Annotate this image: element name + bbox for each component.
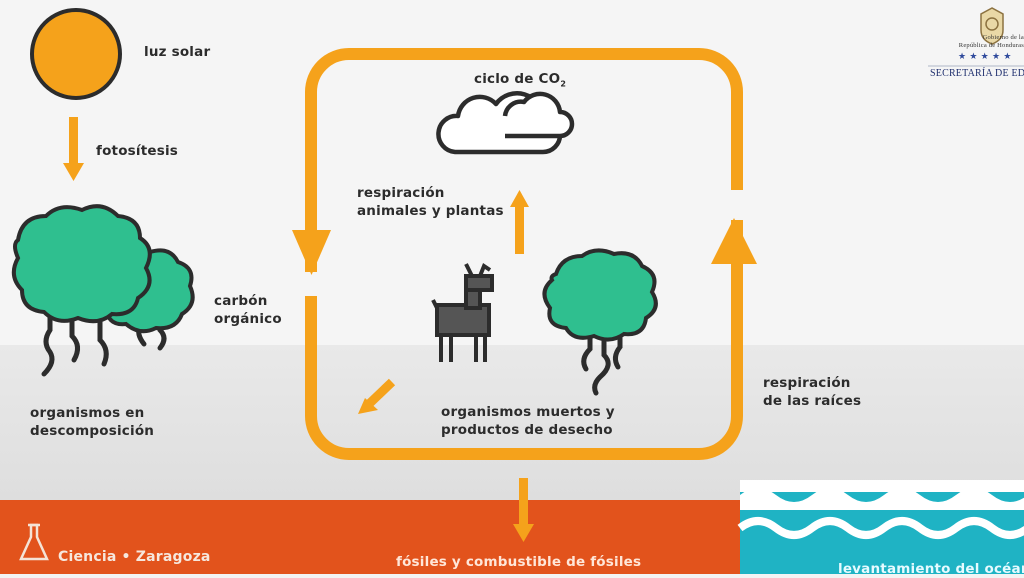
- decomposition-label: organismos en descomposición: [30, 404, 154, 440]
- logo-stars: ★ ★ ★ ★ ★: [958, 52, 1012, 62]
- decomposition-line2: descomposición: [30, 423, 155, 439]
- logo-line2: República de Honduras: [958, 42, 1024, 49]
- sun-label: luz solar: [144, 44, 211, 60]
- logo-line1: Gobierno de la: [982, 34, 1024, 41]
- root-respiration-line2: de las raíces: [763, 393, 862, 409]
- photosynthesis-label: fotosítesis: [96, 143, 179, 159]
- cloud-icon: [436, 91, 575, 155]
- fossils-label: fósiles y combustible de fósiles: [396, 554, 642, 570]
- logo-secretaria: SECRETARÍA DE EDUC: [930, 68, 1024, 79]
- tree-icon: [11, 204, 195, 377]
- loop-down-arrowhead: [292, 230, 331, 275]
- respiration-arrow: [510, 190, 529, 254]
- loop-up-arrowhead: [711, 218, 757, 264]
- co2-cycle-title: ciclo de CO2: [474, 70, 566, 94]
- photosynthesis-arrow: [63, 117, 84, 181]
- ocean-waves: [737, 488, 1024, 574]
- goat-icon: [431, 262, 494, 362]
- ocean-label: levantamiento del océano: [838, 561, 1024, 577]
- dead-organisms-label: organismos muertos y productos de desech…: [441, 403, 615, 439]
- dead-organisms-line1: organismos muertos y: [441, 404, 615, 420]
- decomposition-arrow: [358, 378, 396, 414]
- government-seal-icon: [980, 7, 1004, 45]
- organic-carbon-line2: orgánico: [214, 311, 282, 327]
- co2-subscript: 2: [560, 79, 567, 89]
- respiration-label-line2: animales y plantas: [357, 203, 504, 219]
- co2-cycle-title-text: ciclo de CO: [474, 71, 561, 87]
- sun-icon: [30, 8, 122, 100]
- respiration-label: respiración animales y plantas: [357, 184, 504, 220]
- dead-organisms-line2: productos de desecho: [441, 422, 613, 438]
- flask-icon: [19, 523, 49, 561]
- earth-layer: [0, 500, 740, 574]
- soil-layer: [0, 345, 1024, 500]
- decomposition-line1: organismos en: [30, 405, 145, 421]
- organic-carbon-line1: carbón: [214, 293, 268, 309]
- tree-icon: [542, 248, 658, 396]
- brand-label: Ciencia • Zaragoza: [58, 549, 211, 565]
- root-respiration-line1: respiración: [763, 375, 851, 391]
- respiration-label-line1: respiración: [357, 185, 445, 201]
- fossil-arrow: [513, 478, 534, 542]
- organic-carbon-label: carbón orgánico: [214, 292, 282, 328]
- root-respiration-label: respiración de las raíces: [763, 374, 861, 410]
